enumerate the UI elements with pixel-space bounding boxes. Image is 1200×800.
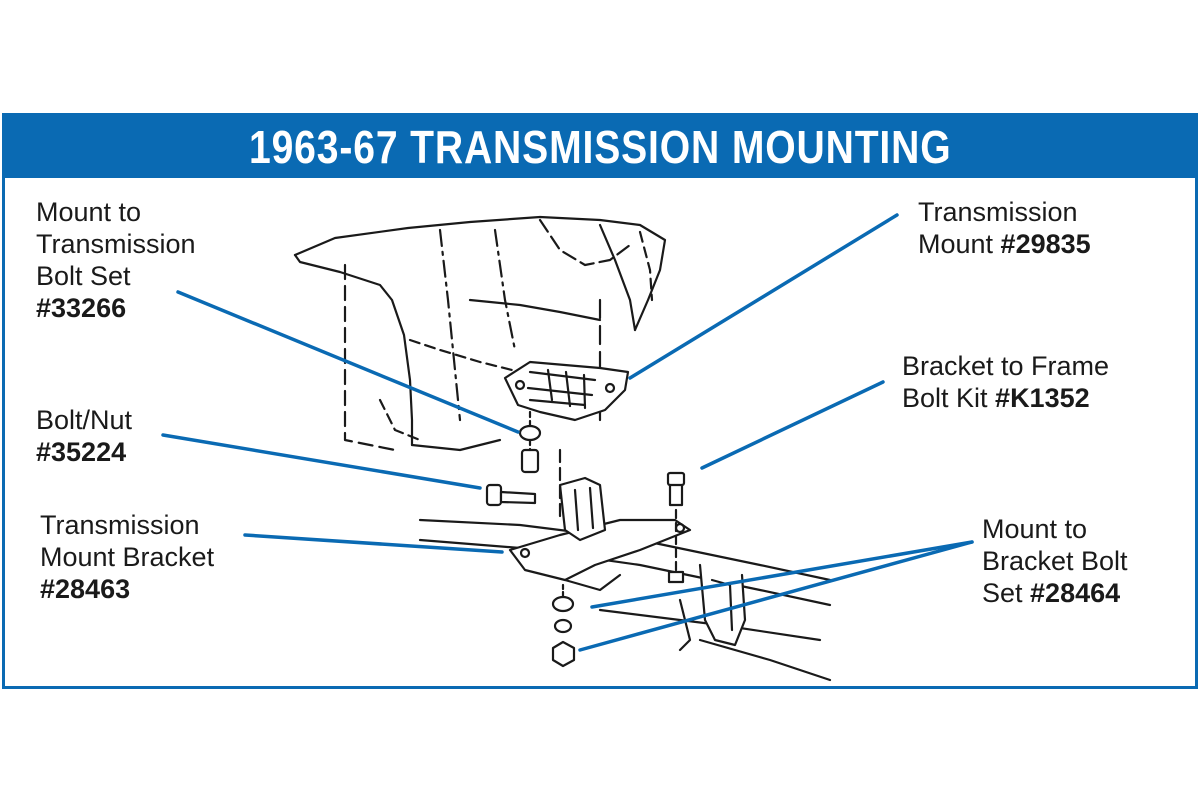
label-transmission-mount-bracket: Transmission Mount Bracket #28463 <box>40 509 214 605</box>
label-line: Transmission <box>40 510 200 540</box>
mount-to-transmission-hardware-drawing <box>518 410 542 474</box>
transmission-case-drawing <box>293 215 667 452</box>
label-bracket-to-frame-bolt-kit: Bracket to Frame Bolt Kit #K1352 <box>902 350 1109 414</box>
part-number: #33266 <box>36 293 127 323</box>
part-number: #29835 <box>1000 229 1091 259</box>
label-line: Bolt Kit <box>902 383 996 413</box>
leader-line-transmission-mount <box>628 213 899 380</box>
title-bar: 1963-67 TRANSMISSION MOUNTING <box>5 116 1195 178</box>
leader-line-mount-bracket <box>243 533 504 554</box>
part-number: #28463 <box>40 574 131 604</box>
label-line: Bracket Bolt <box>982 546 1128 576</box>
part-number: #28464 <box>1030 578 1121 608</box>
label-line: Mount <box>918 229 1001 259</box>
label-bolt-nut: Bolt/Nut #35224 <box>36 404 132 468</box>
label-transmission-mount: Transmission Mount #29835 <box>918 196 1091 260</box>
part-number: #K1352 <box>995 383 1090 413</box>
label-mount-to-bracket-bolt-set: Mount to Bracket Bolt Set #28464 <box>982 513 1128 609</box>
leader-line-bolt-nut <box>161 433 482 490</box>
bracket-to-frame-bolt-drawing <box>666 471 686 584</box>
label-line: Bolt Set <box>36 261 131 291</box>
label-line: Bolt/Nut <box>36 405 133 435</box>
label-line: Mount to <box>982 514 1088 544</box>
leader-line-mount-to-bracket-a <box>590 540 974 609</box>
part-number: #35224 <box>36 437 127 467</box>
transmission-mount-drawing <box>503 360 630 422</box>
label-line: Set <box>982 578 1031 608</box>
diagram-frame: 1963-67 TRANSMISSION MOUNTING <box>2 113 1198 689</box>
label-line: Transmission <box>36 229 196 259</box>
mount-bracket-drawing <box>508 448 692 592</box>
label-line: Transmission <box>918 197 1078 227</box>
leader-line-bracket-to-frame <box>700 380 885 470</box>
label-line: Bracket to Frame <box>902 351 1110 381</box>
label-line: Mount Bracket <box>40 542 215 572</box>
leader-line-mount-to-transmission <box>176 290 520 434</box>
bolt-nut-drawing <box>485 483 537 507</box>
label-mount-to-transmission-bolt-set: Mount to Transmission Bolt Set #33266 <box>36 196 196 324</box>
diagram-title: 1963-67 TRANSMISSION MOUNTING <box>248 121 952 173</box>
leader-line-mount-to-bracket-b <box>578 540 974 652</box>
label-line: Mount to <box>36 197 142 227</box>
mount-to-bracket-hardware-drawing <box>551 583 576 668</box>
